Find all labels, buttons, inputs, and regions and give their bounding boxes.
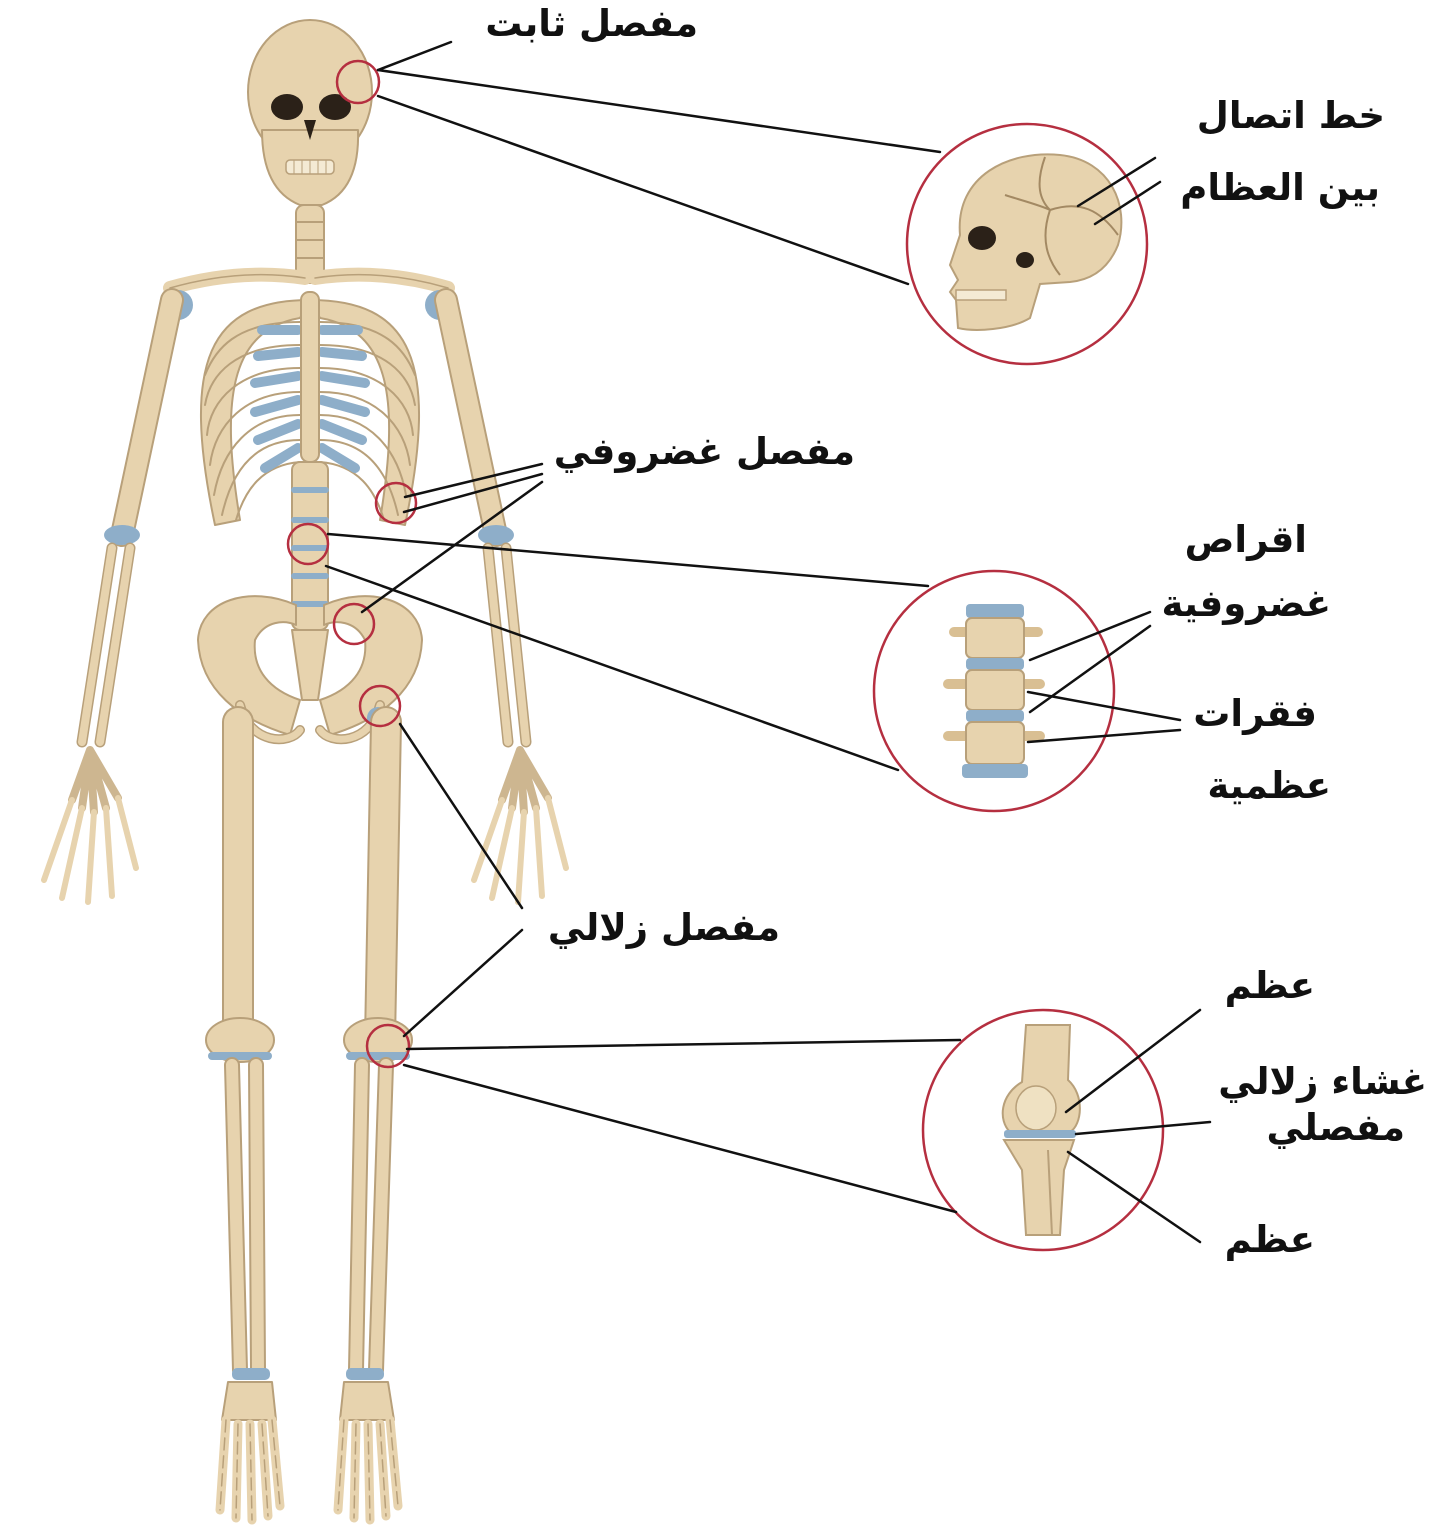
label-suture-line1: خط اتصال (1197, 94, 1385, 138)
label-fixed-joint: مفصل ثابت (485, 2, 698, 46)
label-cartilaginous-joint: مفصل غضروفي (554, 430, 855, 474)
label-membrane-line2: مفصلي (1266, 1106, 1405, 1150)
skull-inset (907, 124, 1147, 364)
label-vertebrae-line1: فقرات (1193, 692, 1317, 736)
label-synovial-joint: مفصل زلالي (548, 906, 780, 950)
label-discs-line2: غضروفية (1161, 582, 1331, 626)
label-bone-bottom: عظم (1225, 1218, 1315, 1262)
legs (206, 722, 412, 1520)
label-vertebrae-line2: عظمية (1207, 764, 1331, 808)
label-bone-top: عظم (1225, 964, 1315, 1008)
spine-inset (874, 571, 1114, 811)
skeleton (44, 20, 566, 1520)
label-membrane-line1: غشاء زلالي (1218, 1060, 1427, 1104)
lumbar-spine (292, 462, 328, 630)
skull (248, 20, 372, 205)
label-discs-line1: اقراص (1185, 518, 1307, 562)
label-suture-line2: بين العظام (1180, 166, 1380, 210)
